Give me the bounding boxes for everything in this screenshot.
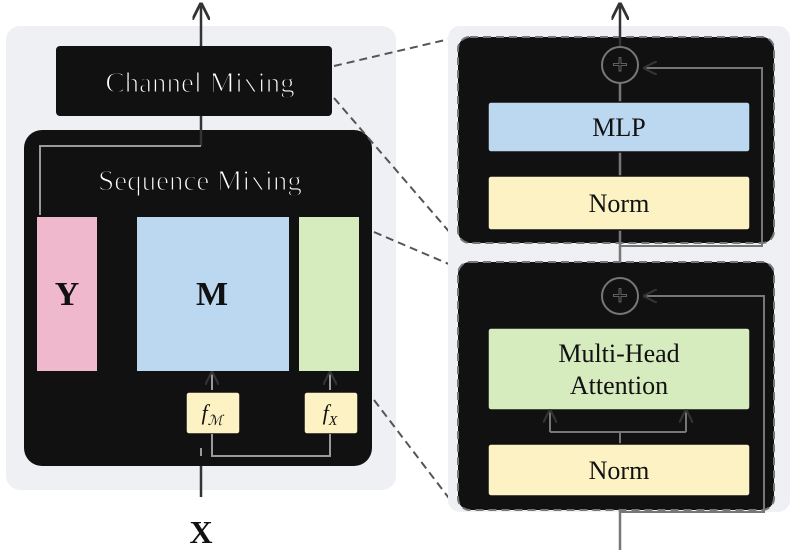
attention-box bbox=[487, 327, 751, 411]
y-matrix-bar bbox=[35, 215, 99, 373]
mlp-box bbox=[487, 101, 751, 153]
x-input-label: X bbox=[189, 514, 212, 550]
top-residual-path bbox=[620, 68, 763, 247]
f-x-label: fX bbox=[323, 400, 338, 429]
bottom-norm-box bbox=[487, 443, 751, 497]
bottom-residual-path bbox=[620, 296, 765, 513]
top-add-symbol: + bbox=[612, 50, 628, 81]
connector-top-upper bbox=[333, 36, 459, 67]
channel-mixing-label: Channel Mixing bbox=[105, 67, 294, 99]
attention-label-line1: Multi-Head bbox=[558, 339, 679, 368]
y-output-path bbox=[39, 145, 201, 216]
attention-label-line2: Attention bbox=[570, 371, 668, 400]
bottom-norm-label: Norm bbox=[589, 456, 650, 485]
top-norm-box bbox=[487, 175, 751, 231]
top-norm-label: Norm bbox=[589, 189, 650, 218]
connector-bottom-lower bbox=[373, 399, 459, 511]
channel-mixing-box bbox=[56, 46, 332, 116]
bottom-add-node bbox=[601, 277, 639, 315]
connector-top-lower bbox=[333, 97, 459, 243]
top-add-node bbox=[601, 46, 639, 84]
equals-sign: = bbox=[109, 279, 126, 312]
bottom-add-symbol: + bbox=[612, 281, 628, 312]
mlp-label: MLP bbox=[592, 113, 645, 142]
f-m-label: fℳ bbox=[201, 400, 224, 429]
sequence-mixing-label: Sequence Mixing bbox=[98, 165, 302, 197]
connector-bottom-upper bbox=[373, 231, 459, 269]
y-label: Y bbox=[55, 276, 80, 313]
x-matrix-bar bbox=[297, 215, 361, 373]
m-label: M bbox=[196, 276, 228, 313]
input-branch-lines bbox=[200, 434, 331, 457]
